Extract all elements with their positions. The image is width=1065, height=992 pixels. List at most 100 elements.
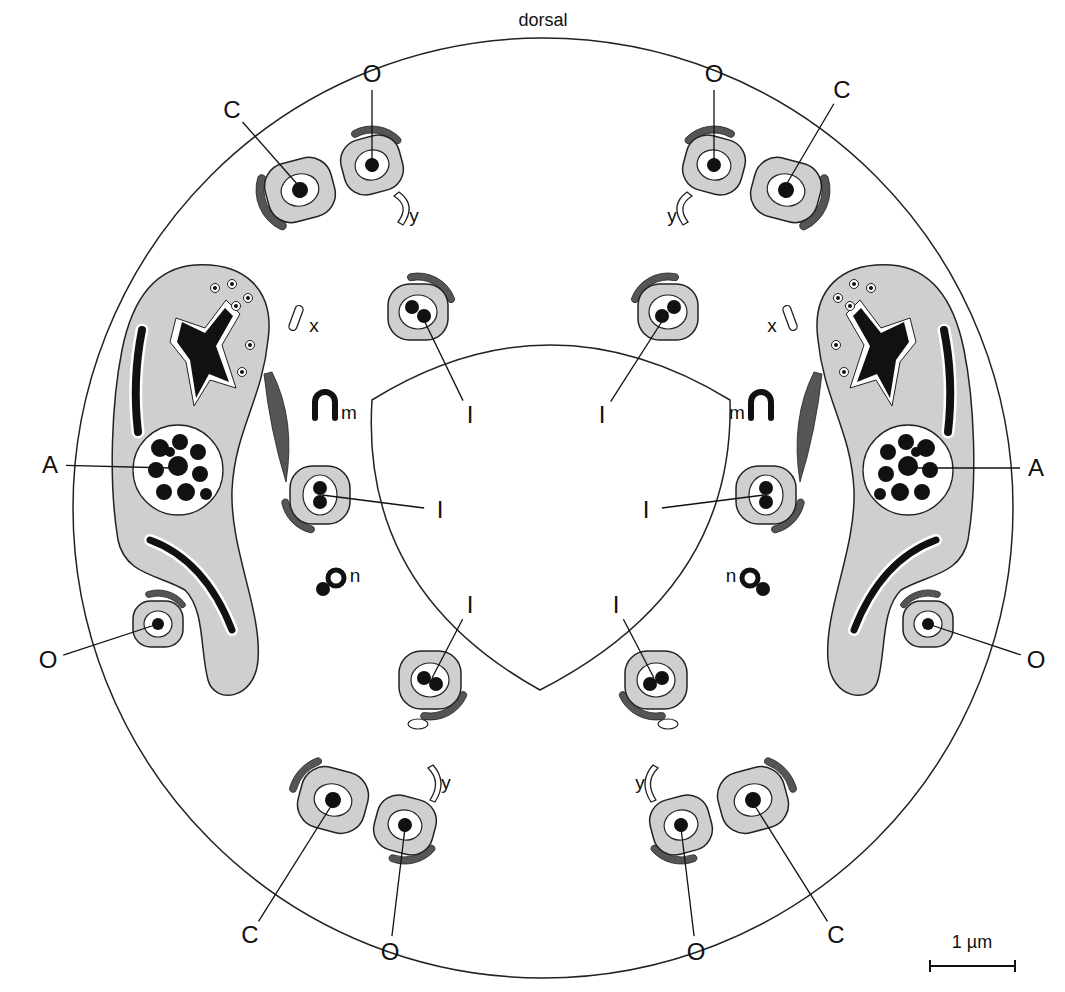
vesicle-dot — [852, 282, 856, 286]
part-label: O — [361, 62, 384, 86]
part-label: m — [339, 403, 359, 422]
vesicle — [228, 280, 237, 289]
nucleus-dot — [759, 495, 773, 509]
part-label: n — [348, 566, 363, 585]
vesicle — [840, 368, 849, 377]
cell — [745, 152, 826, 228]
part-label: I — [465, 593, 476, 617]
scale-label: 1 µm — [950, 933, 994, 951]
part-label: O — [703, 62, 726, 86]
cell-core — [399, 295, 437, 329]
part-label: A — [40, 453, 60, 477]
small-profile — [658, 719, 678, 729]
cell — [259, 152, 340, 228]
a-dendrite — [200, 488, 212, 500]
scale-bar-tick — [1014, 960, 1016, 972]
leader-line — [611, 312, 668, 402]
cell-body — [399, 651, 461, 709]
nucleus-dot — [759, 481, 773, 495]
nucleus-dot — [743, 790, 763, 810]
cell — [290, 466, 350, 524]
vesicle-dot — [836, 296, 840, 300]
n-ring — [742, 570, 758, 586]
part-label: I — [435, 498, 446, 522]
dark-sheath — [797, 372, 822, 482]
nucleus-dot — [290, 180, 310, 200]
part-label: m — [727, 403, 747, 422]
part-label: O — [1025, 648, 1048, 672]
cell-body — [292, 761, 374, 838]
vesicle — [238, 368, 247, 377]
m-profile — [315, 392, 335, 418]
band — [136, 330, 142, 432]
cell-core — [637, 663, 675, 697]
nucleus-dot — [405, 300, 419, 314]
y-profile — [677, 192, 692, 225]
cell-core — [278, 170, 323, 211]
a-dendrite — [190, 444, 206, 460]
leader-line — [322, 495, 424, 508]
a-dendrite — [880, 444, 896, 460]
cell — [399, 651, 461, 709]
y-profile — [645, 765, 658, 802]
leader-line — [681, 828, 694, 936]
part-label: C — [239, 923, 260, 947]
cell — [712, 761, 794, 838]
cell-body — [388, 284, 448, 340]
nucleus-dot — [313, 481, 327, 495]
vesicle-dot — [248, 343, 252, 347]
vesicle-dot — [213, 286, 217, 290]
vesicle-dot — [240, 370, 244, 374]
leader-line — [753, 803, 827, 921]
star-core-rim — [846, 300, 916, 406]
part-label: O — [685, 940, 708, 964]
n-ring — [328, 570, 344, 586]
leader-line — [662, 495, 764, 508]
cell-core — [661, 806, 702, 844]
star-core — [853, 308, 909, 398]
leader-line — [66, 465, 170, 468]
x-profile — [288, 304, 304, 331]
left-half — [112, 126, 467, 864]
leader-line — [928, 624, 1021, 655]
leader-line — [432, 619, 463, 678]
vesicle — [850, 280, 859, 289]
cell — [292, 761, 374, 838]
a-dendrite — [148, 462, 164, 478]
vesicle — [846, 302, 855, 311]
leader-line — [420, 312, 463, 401]
band — [136, 330, 142, 432]
vesicle-dot — [230, 282, 234, 286]
part-label: C — [825, 923, 846, 947]
outer-outline — [73, 38, 1013, 978]
part-label: y — [633, 773, 647, 792]
part-label: x — [307, 316, 321, 335]
band — [944, 330, 950, 432]
a-dendrite-bundle — [863, 425, 953, 515]
vesicle — [834, 294, 843, 303]
leader-lines — [63, 90, 1021, 936]
a-dendrite — [878, 466, 894, 482]
cell-core — [731, 780, 776, 821]
part-label: y — [665, 206, 679, 225]
m-profile — [751, 392, 771, 418]
part-label: O — [37, 648, 60, 672]
part-label: I — [611, 593, 622, 617]
small-profile — [408, 719, 428, 729]
vesicle-dot — [842, 370, 846, 374]
scale-bar — [930, 960, 1015, 972]
part-label: C — [221, 98, 242, 122]
a-dendrite — [898, 456, 918, 476]
cell — [388, 284, 448, 340]
vesicle-dot — [869, 286, 873, 290]
a-dendrite — [922, 462, 938, 478]
cell-core — [749, 475, 783, 515]
leader-line — [259, 803, 333, 921]
orientation-label: dorsal — [516, 11, 569, 29]
leader-line — [243, 122, 298, 185]
star-core-rim — [170, 300, 240, 406]
leader-line — [623, 619, 654, 678]
star-core — [177, 308, 233, 398]
part-label: O — [379, 940, 402, 964]
a-dendrite-bundle — [133, 425, 223, 515]
